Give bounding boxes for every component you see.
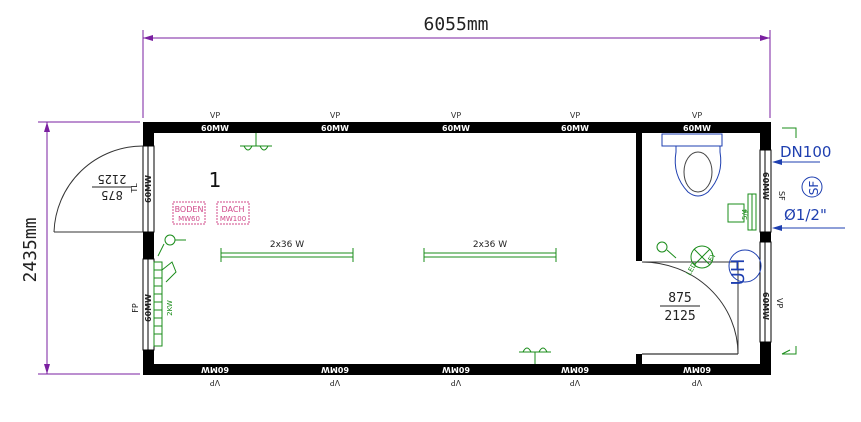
toilet (661, 133, 723, 197)
radiator (153, 234, 186, 347)
height-dimension: 2435mm (20, 121, 140, 375)
water-heater: UH (728, 249, 762, 286)
bottom-vp-label: VP (692, 378, 702, 387)
bottom-vp-label: VP (330, 378, 340, 387)
plumbing-drain: DN100 (772, 127, 831, 165)
bottom-mw-label: 60MW (321, 365, 349, 374)
window-openings (142, 145, 772, 351)
top-mw-label: 60MW (321, 124, 349, 133)
height-dimension-label: 2435mm (20, 217, 41, 282)
right-mw-label-lower: 60MW (761, 292, 770, 320)
top-mw-label: 60MW (201, 124, 229, 133)
top-mw-label: 60MW (442, 124, 470, 133)
entry-door-width: 875 (101, 188, 123, 202)
fan-label: FY (707, 251, 718, 263)
bottom-mw-label: 60MW (683, 365, 711, 374)
width-dimension: 6055mm (142, 14, 771, 118)
heater-boden: BODEN MW60 (172, 201, 206, 225)
right-vp-label: VP (775, 298, 784, 308)
outer-walls (143, 122, 771, 375)
heater-boden-line2: MW60 (178, 215, 200, 223)
bottom-mw-label: 60MW (442, 365, 470, 374)
top-mw-label: 60MW (683, 124, 711, 133)
electrical-box (727, 193, 757, 231)
top-vp-label: VP (692, 111, 702, 120)
entry-door-tl-label: TL (130, 183, 139, 194)
right-mw-label-upper: 60MW (761, 172, 770, 200)
green-marker (781, 346, 797, 355)
bottom-mw-label: 60MW (561, 365, 589, 374)
bottom-vp-label: VP (210, 378, 220, 387)
top-wall-labels: VP 60MW VP 60MW VP 60MW VP 60MW VP 60MW (201, 111, 711, 133)
inner-door-width: 875 (668, 291, 691, 306)
water-heater-label: UH (728, 259, 749, 286)
room-number: 1 (209, 168, 222, 192)
heater-dach: DACH MW100 (216, 201, 250, 225)
electrical-box-label: 5/4 (741, 208, 749, 220)
top-vp-label: VP (451, 111, 461, 120)
bottom-mw-label: 60MW (201, 365, 229, 374)
water-diameter-label: Ø1/2" (784, 206, 827, 224)
top-vp-label: VP (210, 111, 220, 120)
fp-label: FP (131, 303, 140, 313)
top-vp-label: VP (570, 111, 580, 120)
inner-door: 875 2125 (641, 261, 739, 355)
ceiling-light-1: 2x36 W (220, 240, 354, 262)
fan-symbol (690, 245, 714, 269)
led-label: LED (685, 261, 699, 277)
ceiling-light-2: 2x36 W (423, 240, 557, 262)
bottom-vp-label: VP (451, 378, 461, 387)
heater-dach-line1: DACH (222, 205, 245, 214)
inner-door-height: 2125 (664, 309, 695, 324)
water-sf-label: SF (807, 181, 821, 196)
partition-wall (636, 133, 738, 364)
left-mw-label: 60MW (144, 294, 153, 322)
heater-boden-line1: BODEN (175, 205, 204, 214)
top-vp-label: VP (330, 111, 340, 120)
top-mw-label: 60MW (561, 124, 589, 133)
heater-dach-line2: MW100 (220, 215, 246, 223)
entry-door: 875 2125 TL 60MW (53, 145, 153, 233)
socket-bottom (519, 347, 551, 364)
right-sf-label: SF (777, 191, 786, 201)
entry-door-mw-label: 60MW (144, 175, 153, 203)
switch-symbol (656, 241, 677, 259)
left-wall-labels: FP 60MW 2KW (131, 294, 174, 322)
socket-top (240, 133, 272, 151)
kw-label: 2KW (166, 300, 174, 316)
width-dimension-label: 6055mm (423, 14, 488, 35)
bottom-wall-labels: 60MW VP 60MW VP 60MW VP 60MW VP 60MW VP (201, 365, 711, 387)
plumbing-water: SF Ø1/2" (772, 176, 845, 231)
light-label: 2x36 W (473, 240, 507, 250)
bottom-vp-label: VP (570, 378, 580, 387)
drain-label: DN100 (780, 143, 831, 161)
light-label: 2x36 W (270, 240, 304, 250)
entry-door-height: 2125 (98, 172, 127, 186)
